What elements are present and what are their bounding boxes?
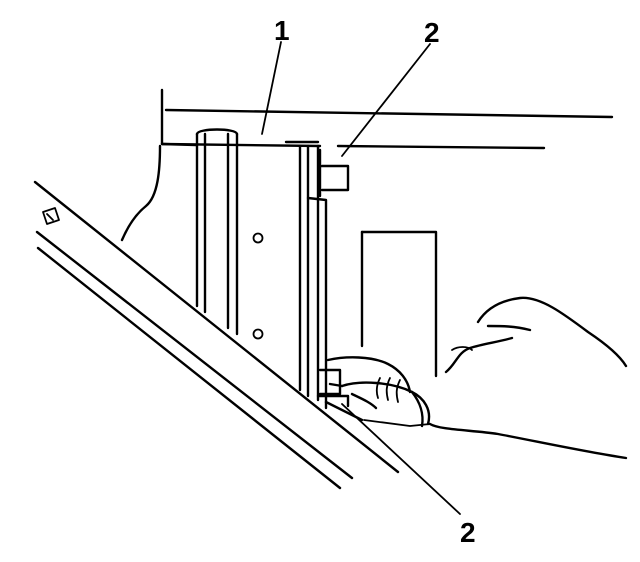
module-component: [160, 128, 328, 410]
callout-label-2-bottom: 2: [460, 517, 476, 548]
trim-panel: [33, 180, 400, 490]
leader-line-1: [261, 41, 282, 135]
callout-leaders: [261, 41, 461, 515]
callout-label-1: 1: [274, 15, 290, 46]
retaining-clip-upper: [317, 148, 350, 198]
hand-illustration: [326, 296, 628, 460]
leader-line-2-top: [341, 43, 431, 157]
rear-opening: [360, 230, 438, 427]
callout-label-2-top: 2: [424, 17, 440, 48]
module-screw-hole-upper: [252, 232, 264, 244]
leader-line-2-bottom: [341, 403, 461, 515]
dash-panel-frame: [120, 88, 614, 242]
module-screw-hole-lower: [252, 328, 264, 340]
